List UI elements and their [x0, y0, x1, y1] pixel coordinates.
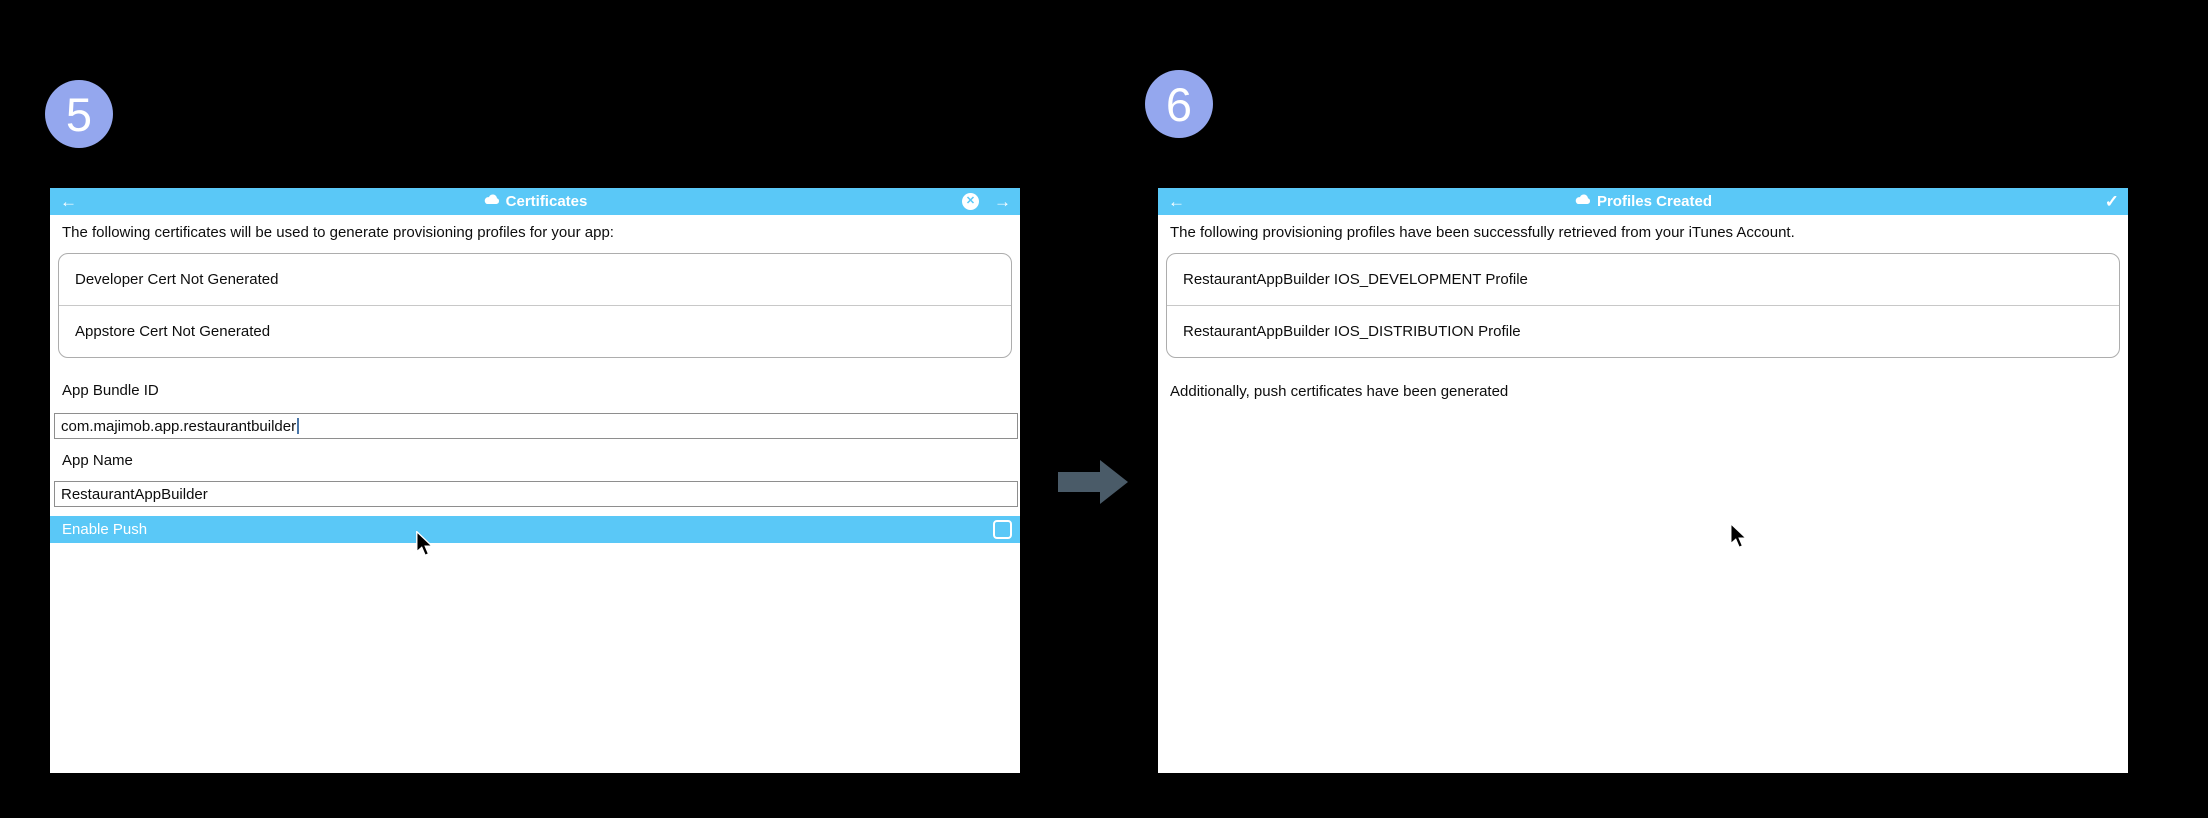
app-bundle-id-label: App Bundle ID: [62, 382, 159, 399]
enable-push-checkbox[interactable]: [993, 520, 1012, 539]
profiles-intro-text: The following provisioning profiles have…: [1170, 224, 1795, 241]
developer-cert-row[interactable]: Developer Cert Not Generated: [59, 254, 1011, 305]
cloud-icon: [1574, 193, 1592, 210]
app-bundle-id-input[interactable]: com.majimob.app.restaurantbuilder: [54, 413, 1018, 439]
distribution-profile-label: RestaurantAppBuilder IOS_DISTRIBUTION Pr…: [1183, 323, 1521, 340]
development-profile-label: RestaurantAppBuilder IOS_DEVELOPMENT Pro…: [1183, 271, 1528, 288]
profiles-list: RestaurantAppBuilder IOS_DEVELOPMENT Pro…: [1166, 253, 2120, 358]
profiles-created-dialog: ← Profiles Created ✓ The following provi…: [1158, 188, 2128, 773]
step-5-badge: 5: [45, 80, 113, 148]
back-arrow-icon[interactable]: ←: [60, 191, 77, 211]
certificates-title: Certificates: [483, 193, 588, 210]
confirm-check-icon[interactable]: ✓: [2104, 191, 2119, 211]
back-arrow-icon[interactable]: ←: [1168, 191, 1185, 211]
certificates-dialog: ← Certificates ✕ → The following certifi…: [50, 188, 1020, 773]
mouse-cursor: [1728, 522, 1750, 554]
certificates-header: ← Certificates ✕ →: [50, 188, 1020, 215]
push-certs-note: Additionally, push certificates have bee…: [1170, 383, 1509, 400]
profiles-header-actions: ✓: [2105, 188, 2119, 215]
distribution-profile-row[interactable]: RestaurantAppBuilder IOS_DISTRIBUTION Pr…: [1167, 305, 2119, 357]
cert-status-list: Developer Cert Not Generated Appstore Ce…: [58, 253, 1012, 358]
appstore-cert-row[interactable]: Appstore Cert Not Generated: [59, 305, 1011, 357]
close-icon[interactable]: ✕: [962, 193, 979, 210]
developer-cert-label: Developer Cert Not Generated: [75, 271, 279, 288]
certificates-title-text: Certificates: [505, 193, 588, 210]
text-caret: [297, 418, 300, 434]
app-name-value: RestaurantAppBuilder: [61, 485, 208, 503]
mouse-cursor: [414, 530, 436, 562]
profiles-header: ← Profiles Created ✓: [1158, 188, 2128, 215]
enable-push-label: Enable Push: [62, 521, 148, 538]
cloud-icon: [483, 193, 501, 210]
enable-push-row[interactable]: Enable Push: [50, 516, 1020, 543]
next-step-arrow: [1058, 460, 1128, 509]
step-6-badge: 6: [1145, 70, 1213, 138]
certificates-intro-text: The following certificates will be used …: [62, 224, 614, 241]
app-name-input[interactable]: RestaurantAppBuilder: [54, 481, 1018, 507]
certificates-header-actions: ✕ →: [962, 188, 1011, 215]
appstore-cert-label: Appstore Cert Not Generated: [75, 323, 271, 340]
app-bundle-id-value: com.majimob.app.restaurantbuilder: [61, 417, 297, 435]
forward-arrow-icon[interactable]: →: [994, 191, 1011, 211]
profiles-title-text: Profiles Created: [1596, 193, 1713, 210]
development-profile-row[interactable]: RestaurantAppBuilder IOS_DEVELOPMENT Pro…: [1167, 254, 2119, 305]
profiles-title: Profiles Created: [1574, 193, 1712, 210]
app-name-label: App Name: [62, 452, 133, 469]
